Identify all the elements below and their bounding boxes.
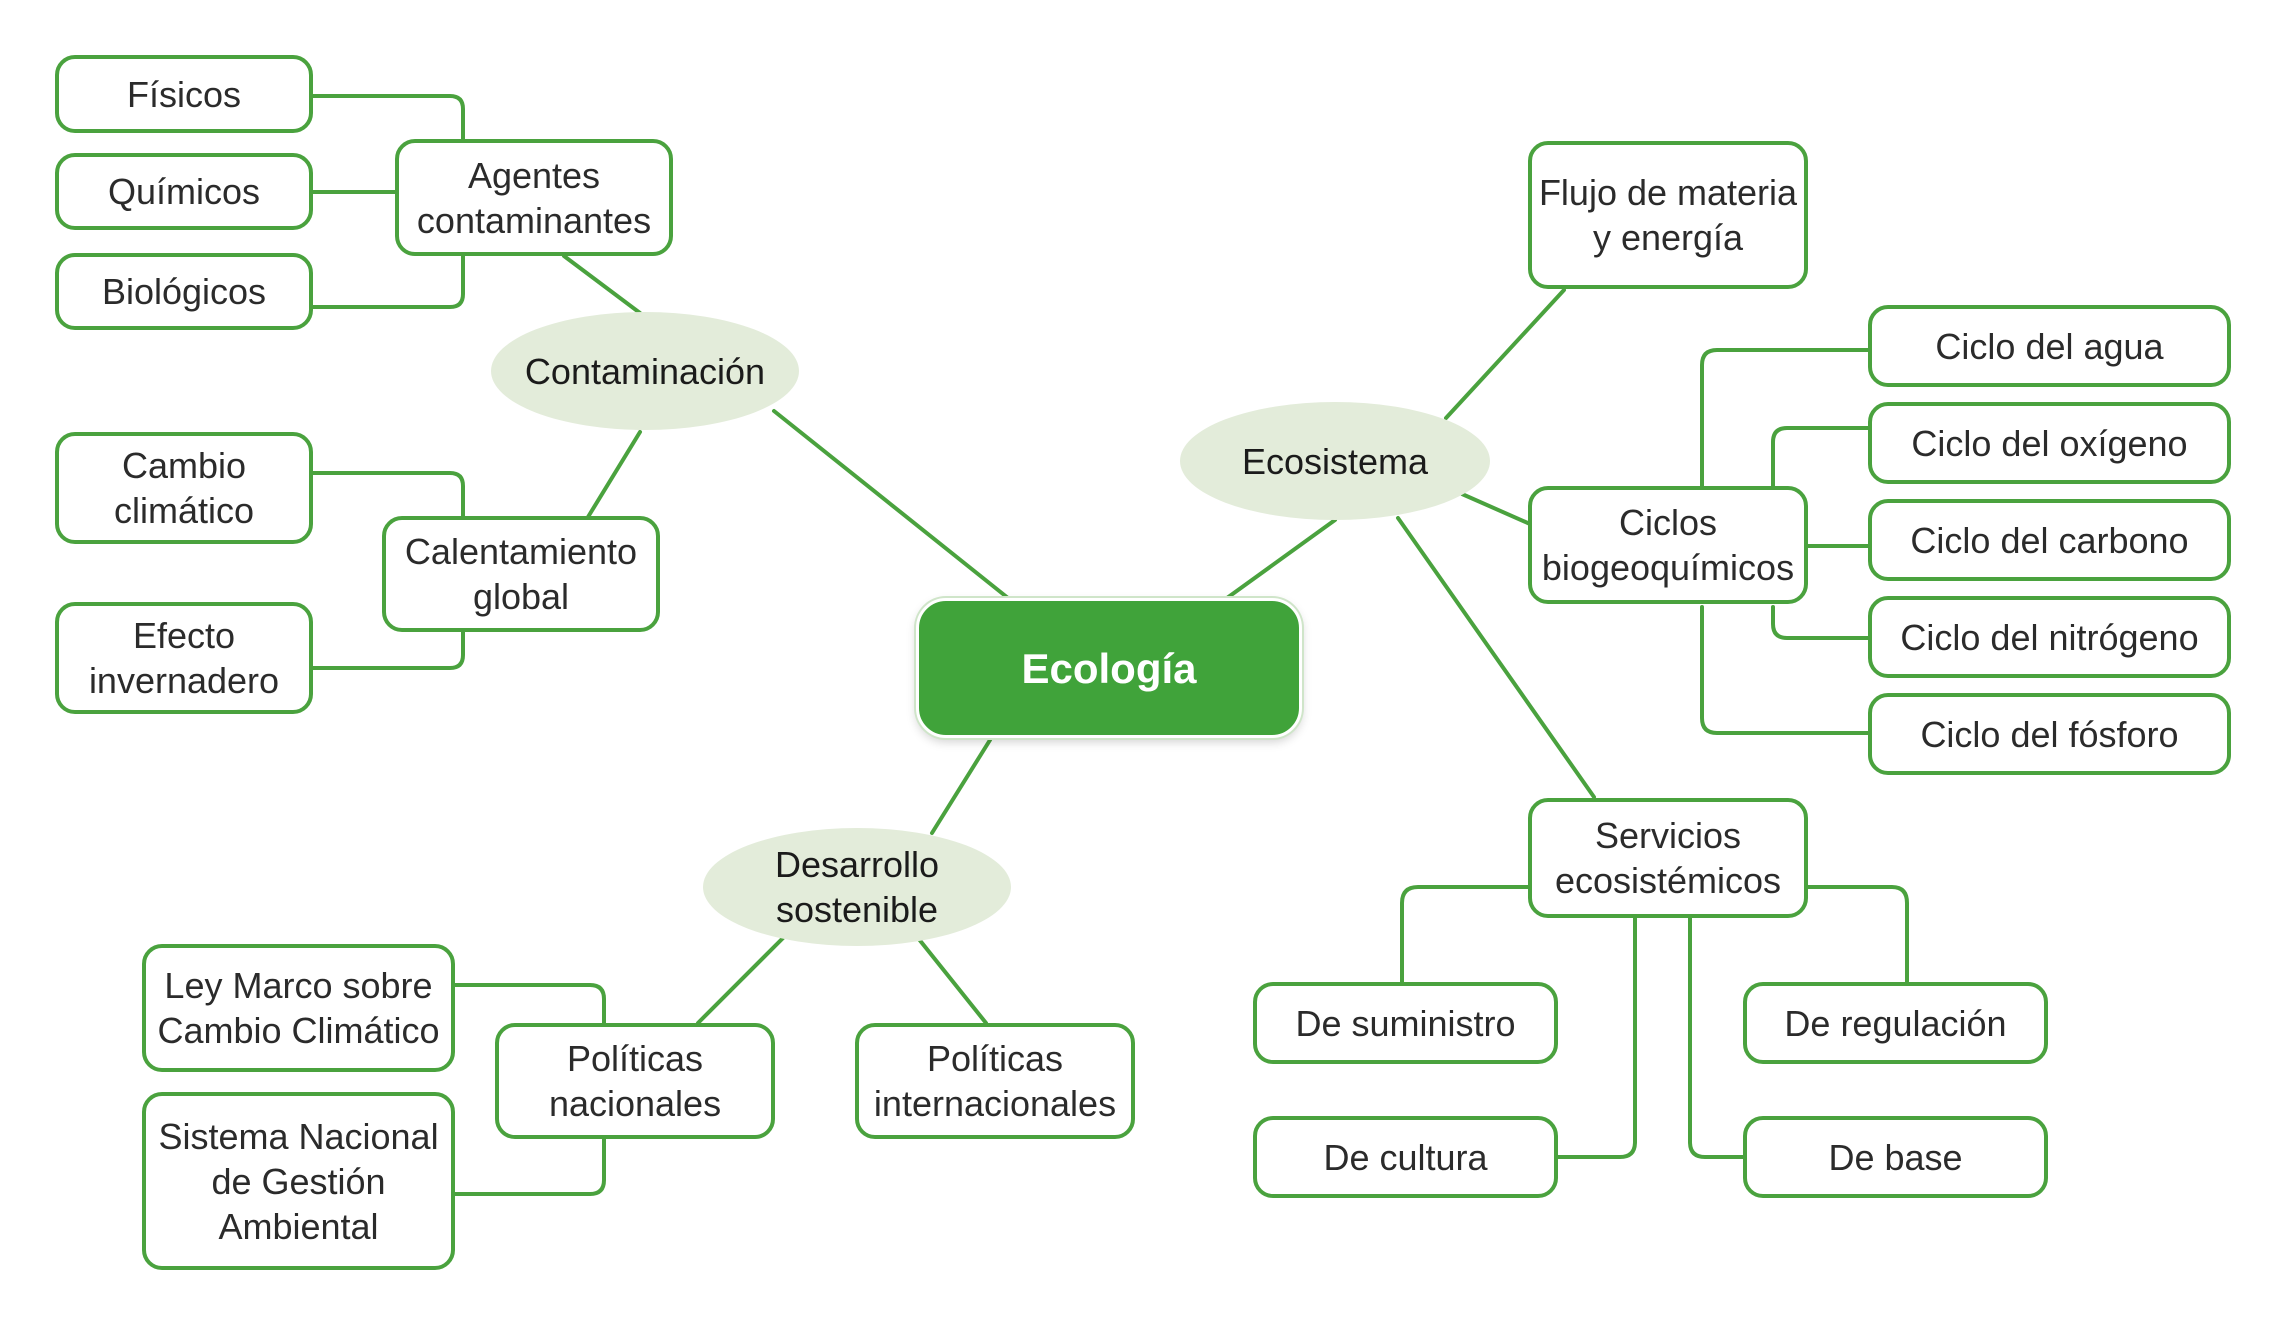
node-ciclos-biogeoquimicos[interactable]: Ciclos biogeoquímicos: [1528, 486, 1808, 604]
connector-contaminacion-agentes: [562, 254, 642, 315]
connector-root-ecosistema: [1225, 518, 1337, 600]
connector-ciclos-fosforo: [1700, 605, 1872, 735]
node-ciclo-nitrogeno[interactable]: Ciclo del nitrógeno: [1868, 596, 2231, 678]
connector-servicios-regulacion: [1806, 885, 1909, 986]
node-ecosistema[interactable]: Ecosistema: [1180, 402, 1490, 520]
connector-nacionales-sistema: [451, 1135, 606, 1196]
node-ciclo-agua[interactable]: Ciclo del agua: [1868, 305, 2231, 387]
node-sistema-nacional[interactable]: Sistema Nacional de Gestión Ambiental: [142, 1092, 455, 1270]
connector-ciclos-agua: [1700, 348, 1872, 489]
connector-root-desarrollo: [930, 738, 992, 835]
node-efecto-invernadero[interactable]: Efecto invernadero: [55, 602, 313, 714]
node-servicios-ecosistemicos[interactable]: Servicios ecosistémicos: [1528, 798, 1808, 918]
connector-ecosistema-flujo: [1444, 288, 1566, 420]
connector-calentamiento-efecto: [311, 628, 465, 670]
connector-nacionales-ley: [451, 983, 606, 1026]
node-politicas-internacionales[interactable]: Políticas internacionales: [855, 1023, 1135, 1139]
connector-agentes-biologicos: [311, 252, 465, 309]
node-fisicos[interactable]: Físicos: [55, 55, 313, 133]
connector-ecosistema-ciclos: [1460, 492, 1532, 526]
node-calentamiento-global[interactable]: Calentamiento global: [382, 516, 660, 632]
connector-servicios-base: [1688, 915, 1747, 1159]
node-flujo-materia-energia[interactable]: Flujo de materia y energía: [1528, 141, 1808, 289]
node-ciclo-fosforo[interactable]: Ciclo del fósforo: [1868, 693, 2231, 775]
connector-contaminacion-calentamiento: [586, 430, 642, 519]
node-politicas-nacionales[interactable]: Políticas nacionales: [495, 1023, 775, 1139]
node-desarrollo-sostenible[interactable]: Desarrollo sostenible: [703, 828, 1011, 946]
node-cambio-climatico[interactable]: Cambio climático: [55, 432, 313, 544]
node-ciclo-oxigeno[interactable]: Ciclo del oxígeno: [1868, 402, 2231, 484]
connector-root-contaminacion: [772, 409, 1010, 600]
root-node-ecologia[interactable]: Ecología: [916, 598, 1302, 738]
connector-calentamiento-cambio: [311, 471, 465, 520]
node-ley-marco[interactable]: Ley Marco sobre Cambio Climático: [142, 944, 455, 1072]
node-de-suministro[interactable]: De suministro: [1253, 982, 1558, 1064]
node-biologicos[interactable]: Biológicos: [55, 253, 313, 330]
node-agentes-contaminantes[interactable]: Agentes contaminantes: [395, 139, 673, 256]
node-contaminacion[interactable]: Contaminación: [491, 312, 799, 430]
connector-servicios-suministro: [1400, 885, 1534, 986]
connector-ciclos-nitrogeno: [1771, 605, 1872, 640]
node-quimicos[interactable]: Químicos: [55, 153, 313, 230]
node-ciclo-carbono[interactable]: Ciclo del carbono: [1868, 499, 2231, 581]
connector-agentes-fisicos: [311, 94, 465, 143]
node-de-cultura[interactable]: De cultura: [1253, 1116, 1558, 1198]
node-de-regulacion[interactable]: De regulación: [1743, 982, 2048, 1064]
node-de-base[interactable]: De base: [1743, 1116, 2048, 1198]
connector-ciclos-oxigeno: [1771, 426, 1872, 489]
connector-ecosistema-servicios: [1396, 516, 1596, 799]
connector-servicios-cultura: [1556, 915, 1637, 1159]
connector-desarrollo-internacionales: [916, 936, 988, 1025]
connector-desarrollo-nacionales: [696, 933, 788, 1025]
